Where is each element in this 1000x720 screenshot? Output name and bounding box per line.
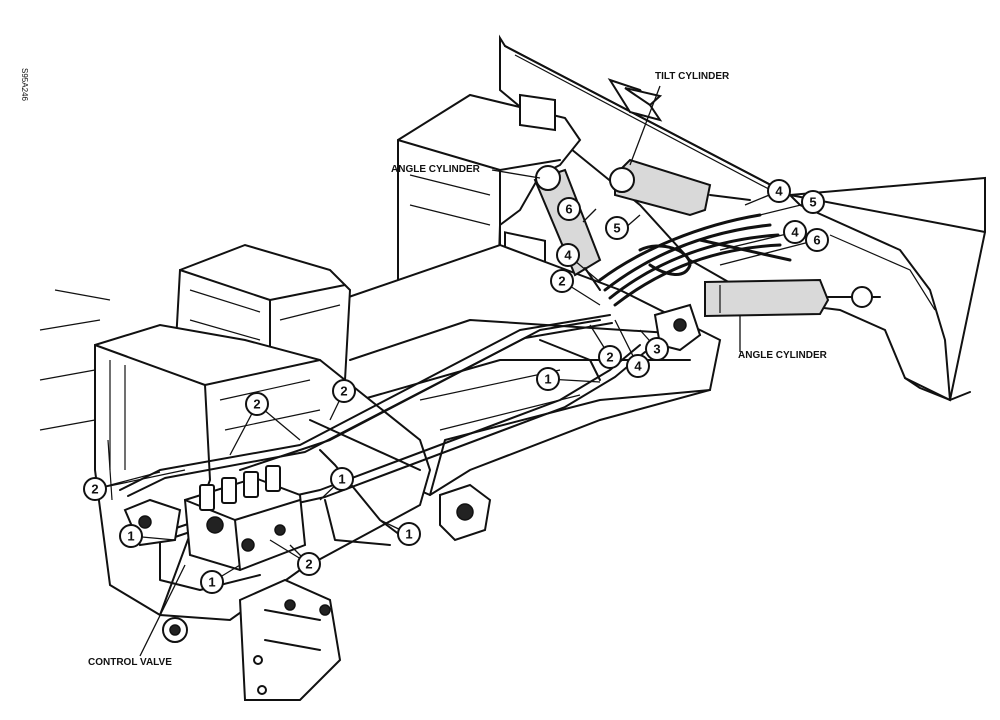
svg-text:5: 5	[809, 195, 816, 210]
svg-text:2: 2	[558, 274, 565, 289]
svg-text:3: 3	[653, 342, 660, 357]
label-angle-cylinder-upper: ANGLE CYLINDER	[391, 164, 541, 179]
svg-text:1: 1	[208, 575, 215, 590]
callout-1: 1	[397, 522, 421, 546]
svg-text:CONTROL VALVE: CONTROL VALVE	[88, 657, 172, 668]
svg-text:ANGLE CYLINDER: ANGLE CYLINDER	[738, 350, 828, 361]
callout-2: 2	[297, 552, 321, 576]
svg-text:1: 1	[127, 529, 134, 544]
callout-3: 3	[645, 337, 669, 361]
svg-text:6: 6	[565, 202, 572, 217]
svg-text:5: 5	[613, 221, 620, 236]
svg-text:4: 4	[791, 225, 799, 240]
callout-4: 4	[556, 243, 580, 267]
callout-5: 5	[605, 216, 629, 240]
svg-text:2: 2	[305, 557, 312, 572]
svg-text:TILT CYLINDER: TILT CYLINDER	[655, 71, 730, 82]
svg-text:2: 2	[91, 482, 98, 497]
label-angle-cylinder-lower: ANGLE CYLINDER	[738, 315, 828, 361]
svg-text:ANGLE CYLINDER: ANGLE CYLINDER	[391, 164, 481, 175]
svg-text:4: 4	[564, 248, 572, 263]
svg-text:2: 2	[606, 350, 613, 365]
label-control-valve: CONTROL VALVE	[88, 564, 186, 668]
callout-6: 6	[805, 228, 829, 252]
svg-text:4: 4	[634, 359, 642, 374]
svg-text:2: 2	[340, 384, 347, 399]
angle-cylinder-lower	[704, 278, 881, 318]
callout-4: 4	[626, 354, 650, 378]
callout-1: 1	[330, 467, 354, 491]
callout-1: 1	[536, 367, 560, 391]
callout-2: 2	[332, 379, 356, 403]
label-tilt-cylinder: TILT CYLINDER	[629, 71, 730, 166]
callout-1: 1	[119, 524, 143, 548]
svg-text:1: 1	[544, 372, 551, 387]
callout-5: 5	[801, 190, 825, 214]
callout-2: 2	[598, 345, 622, 369]
callout-2: 2	[245, 392, 269, 416]
tilt-cylinder	[609, 158, 751, 217]
figure-code: S95A246	[20, 68, 29, 101]
callout-6: 6	[557, 197, 581, 221]
callout-4: 4	[767, 179, 791, 203]
svg-text:4: 4	[775, 184, 783, 199]
svg-text:1: 1	[405, 527, 412, 542]
hose-bundle	[598, 213, 792, 307]
callout-4: 4	[783, 220, 807, 244]
svg-text:2: 2	[253, 397, 260, 412]
tractor-frame	[39, 93, 722, 701]
svg-text:1: 1	[338, 472, 345, 487]
callout-1: 1	[200, 570, 224, 594]
svg-text:6: 6	[813, 233, 820, 248]
callout-2: 2	[83, 477, 107, 501]
callout-2: 2	[550, 269, 574, 293]
